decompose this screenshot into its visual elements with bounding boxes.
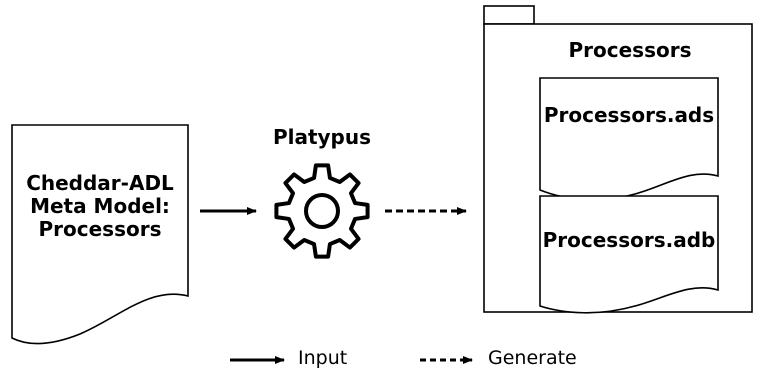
legend-input-label: Input — [298, 347, 348, 369]
file-document-shape-adb — [539, 195, 719, 314]
input-document-label: Cheddar-ADL Meta Model: Processors — [12, 172, 188, 241]
tool-label: Platypus — [272, 125, 372, 149]
file-label-ads: Processors.ads — [543, 103, 715, 127]
input-document-line-2: Meta Model: — [30, 194, 170, 218]
package-title: Processors — [568, 38, 692, 62]
legend-generate-label: Generate — [488, 347, 577, 369]
file-label-adb: Processors.adb — [542, 228, 716, 252]
gear-icon — [274, 163, 370, 259]
input-document-shape — [11, 124, 189, 345]
input-document-line-1: Cheddar-ADL — [26, 171, 174, 195]
input-document-line-3: Processors — [38, 217, 162, 241]
